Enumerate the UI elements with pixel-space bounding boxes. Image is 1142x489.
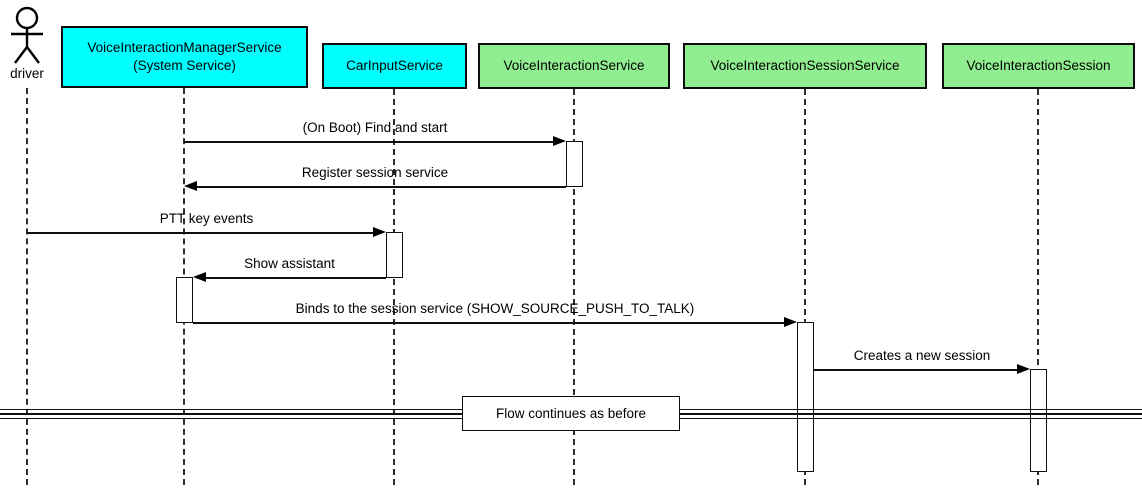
message-register-session-service-arrowhead <box>184 181 197 192</box>
message-creates-a-new-session-line <box>814 369 1020 371</box>
message-ptt-key-events-line <box>27 232 376 234</box>
message-binds-to-the-session-service-show-source-push-to-talk-line <box>193 322 787 324</box>
participant-box-voice-interaction-service: VoiceInteractionService <box>478 43 670 89</box>
activation-car-input-service <box>386 232 403 278</box>
lifeline-voice-interaction-session-service <box>804 89 806 485</box>
activation-voice-interaction-session-service <box>797 322 814 472</box>
message-show-assistant-label: Show assistant <box>244 256 335 271</box>
lifeline-driver <box>26 88 28 485</box>
message-creates-a-new-session-label: Creates a new session <box>853 348 991 363</box>
participant-box-voice-interaction-session: VoiceInteractionSession <box>942 43 1135 89</box>
participant-label-voice-interaction-session-service: VoiceInteractionSessionService <box>710 58 900 74</box>
message-binds-to-the-session-service-show-source-push-to-talk-label: Binds to the session service (SHOW_SOURC… <box>295 301 695 316</box>
lifeline-voice-interaction-service <box>573 89 575 485</box>
activation-voice-interaction-manager-service <box>176 277 193 323</box>
activation-voice-interaction-service <box>566 141 583 187</box>
message-show-assistant-arrowhead <box>193 272 206 283</box>
message-register-session-service-label: Register session service <box>301 165 449 180</box>
message-on-boot-find-and-start-arrowhead <box>553 136 566 147</box>
participant-label-car-input-service: CarInputService <box>346 58 443 74</box>
message-ptt-key-events-label: PTT key events <box>159 211 254 226</box>
divider-label: Flow continues as before <box>495 406 647 421</box>
participant-box-car-input-service: CarInputService <box>322 43 467 89</box>
message-register-session-service-line <box>194 186 566 188</box>
participant-label-voice-interaction-service: VoiceInteractionService <box>503 58 645 74</box>
activation-voice-interaction-session <box>1030 369 1047 472</box>
divider-label-box: Flow continues as before <box>462 396 680 431</box>
message-ptt-key-events-arrowhead <box>373 227 386 238</box>
message-on-boot-find-and-start-line <box>184 141 556 143</box>
message-show-assistant-line <box>203 277 386 279</box>
message-on-boot-find-and-start-label: (On Boot) Find and start <box>302 120 448 135</box>
lifeline-car-input-service <box>393 89 395 485</box>
actor-label-driver: driver <box>10 66 44 81</box>
lifeline-voice-interaction-session <box>1037 89 1039 485</box>
participant-label-voice-interaction-session: VoiceInteractionSession <box>966 58 1111 74</box>
message-binds-to-the-session-service-show-source-push-to-talk-arrowhead <box>784 317 797 328</box>
participant-box-voice-interaction-manager-service: VoiceInteractionManagerService (System Se… <box>61 26 308 88</box>
participant-box-voice-interaction-session-service: VoiceInteractionSessionService <box>683 43 927 89</box>
message-creates-a-new-session-arrowhead <box>1017 364 1030 375</box>
participant-label-voice-interaction-manager-service-line1: VoiceInteractionManagerService <box>87 40 282 56</box>
participant-label-voice-interaction-manager-service-line2: (System Service) <box>133 58 236 73</box>
actor-icon <box>4 5 50 67</box>
